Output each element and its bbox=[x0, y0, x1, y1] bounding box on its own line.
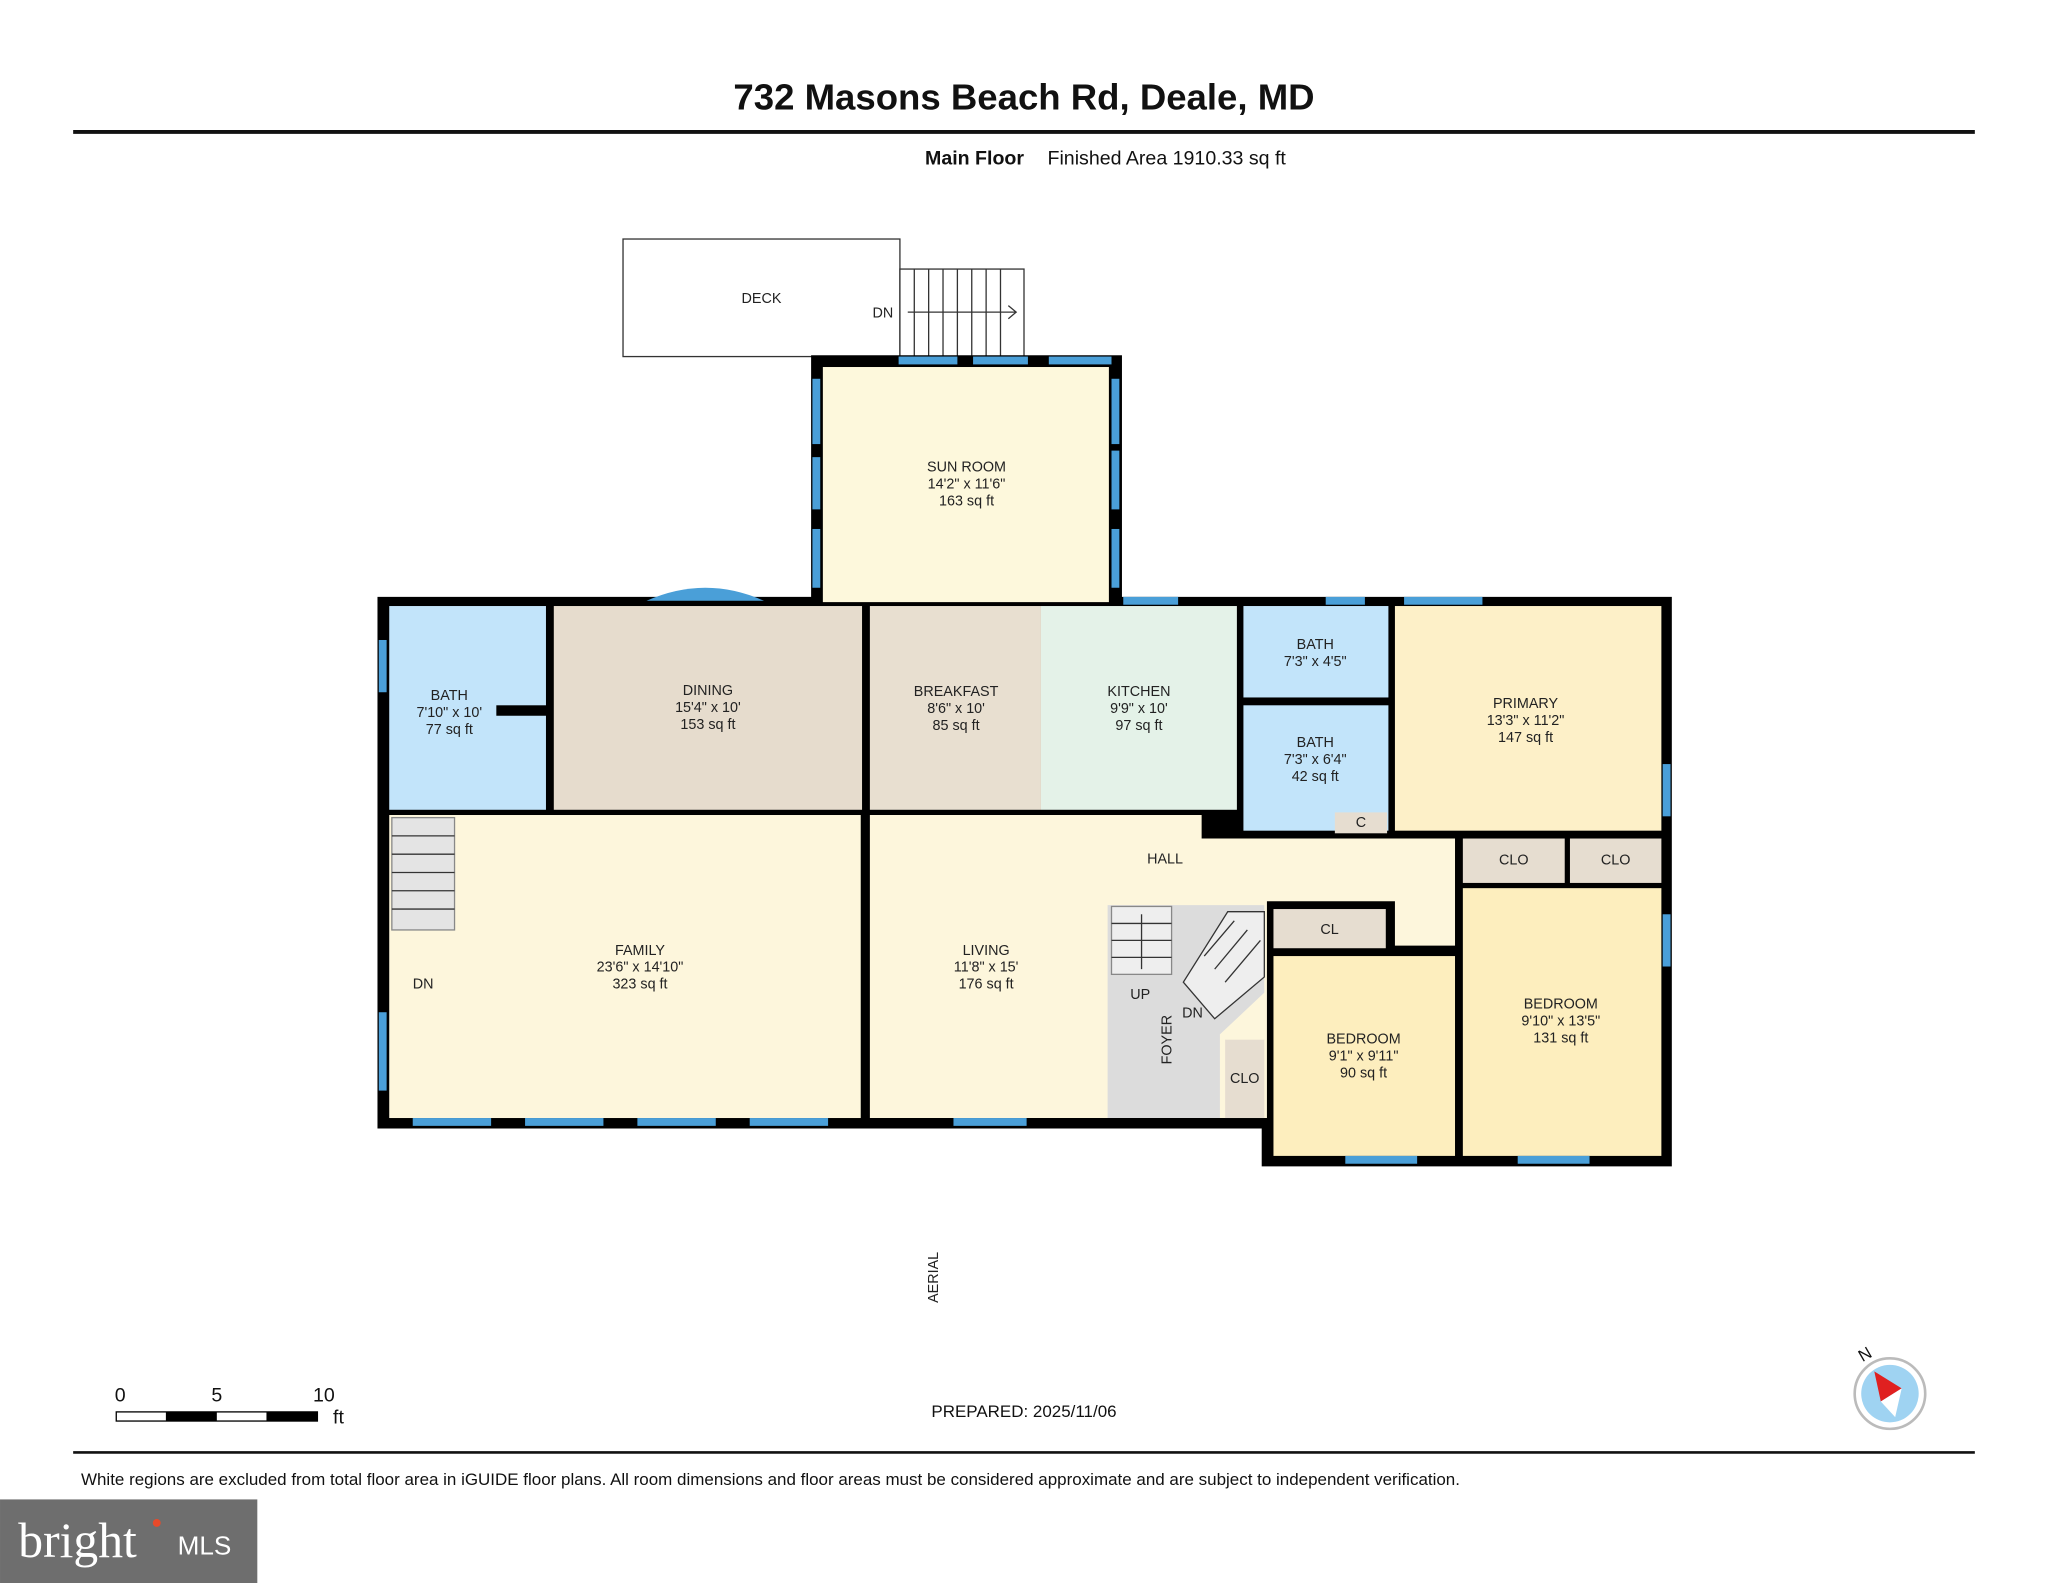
room-labels: SUN ROOM 14'2" x 11'6" 163 sq ft BATH 7'… bbox=[413, 460, 1631, 1087]
dining-area: 153 sq ft bbox=[680, 717, 735, 733]
bath3-dims: 7'3" x 6'4" bbox=[1284, 752, 1347, 768]
bath1-name: BATH bbox=[431, 688, 468, 704]
bath3-area: 42 sq ft bbox=[1292, 769, 1339, 785]
page-title: 732 Masons Beach Rd, Deale, MD bbox=[733, 77, 1314, 118]
scale-unit: ft bbox=[333, 1407, 344, 1429]
closet-1 bbox=[1462, 838, 1565, 883]
dining-name: DINING bbox=[683, 683, 733, 699]
finished-area: Finished Area 1910.33 sq ft bbox=[1048, 148, 1287, 170]
bedroom-1 bbox=[1273, 956, 1456, 1156]
prepared-date: PREPARED: 2025/11/06 bbox=[931, 1402, 1116, 1421]
windows bbox=[378, 356, 1671, 1164]
scale-tick-0: 0 bbox=[115, 1384, 126, 1406]
family bbox=[389, 815, 861, 1119]
living-dims: 11'8" x 15' bbox=[954, 960, 1019, 976]
closet-1-label: CLO bbox=[1499, 853, 1529, 869]
breakfast-area: 85 sq ft bbox=[933, 718, 980, 734]
sunroom-name: SUN ROOM bbox=[927, 460, 1006, 476]
primary-area: 147 sq ft bbox=[1498, 730, 1553, 746]
bedroom2-area: 131 sq ft bbox=[1533, 1030, 1588, 1046]
bedroom2-dims: 9'10" x 13'5" bbox=[1521, 1013, 1600, 1029]
bath-3 bbox=[1243, 705, 1389, 831]
bedroom1-area: 90 sq ft bbox=[1340, 1066, 1387, 1082]
disclaimer: White regions are excluded from total fl… bbox=[81, 1470, 1460, 1489]
closet-foyer bbox=[1225, 1039, 1265, 1119]
kitchen-dims: 9'9" x 10' bbox=[1110, 701, 1168, 717]
bedroom2-name: BEDROOM bbox=[1524, 996, 1598, 1012]
family-stairs bbox=[391, 816, 456, 931]
living-name: LIVING bbox=[963, 943, 1010, 959]
aerial-label: AERIAL bbox=[926, 1252, 942, 1303]
floor-name: Main Floor bbox=[925, 148, 1024, 170]
bath1-area: 77 sq ft bbox=[426, 722, 473, 738]
scale-bar: 0 5 10 ft bbox=[115, 1384, 345, 1428]
closet-cl bbox=[1273, 909, 1386, 949]
closet-foyer-label: CLO bbox=[1230, 1071, 1260, 1087]
closet-c bbox=[1334, 812, 1388, 834]
logo-text: bright bbox=[18, 1513, 137, 1568]
compass-icon: N bbox=[1853, 1343, 1927, 1431]
dining-dims: 15'4" x 10' bbox=[675, 700, 741, 716]
bright-mls-logo: bright MLS bbox=[0, 1499, 258, 1583]
family-dims: 23'6" x 14'10" bbox=[597, 960, 684, 976]
bath2-name: BATH bbox=[1297, 637, 1334, 653]
scale-tick-10: 10 bbox=[313, 1384, 335, 1406]
foyer-stairs-up bbox=[1110, 905, 1173, 976]
foyer-stairs-down bbox=[1182, 911, 1265, 1020]
hall-name: HALL bbox=[1147, 851, 1183, 867]
foyer-dn-label: DN bbox=[1182, 1005, 1203, 1021]
bedroom-2 bbox=[1462, 888, 1662, 1156]
bath2-dims: 7'3" x 4'5" bbox=[1284, 654, 1347, 670]
deck bbox=[622, 238, 901, 358]
bath1-dims: 7'10" x 10' bbox=[416, 705, 482, 721]
closet-2 bbox=[1569, 838, 1662, 883]
bath3-name: BATH bbox=[1297, 735, 1334, 751]
kitchen-area: 97 sq ft bbox=[1115, 718, 1162, 734]
sunroom bbox=[822, 367, 1109, 603]
closet-2-label: CLO bbox=[1601, 853, 1631, 869]
kitchen bbox=[1040, 606, 1237, 810]
primary bbox=[1394, 606, 1662, 831]
family-stair-label: DN bbox=[413, 977, 434, 993]
bedroom1-name: BEDROOM bbox=[1326, 1032, 1400, 1048]
dining bbox=[553, 606, 863, 810]
primary-name: PRIMARY bbox=[1493, 696, 1559, 712]
sunroom-area: 163 sq ft bbox=[939, 493, 994, 509]
deck-label: DECK bbox=[742, 291, 782, 307]
bedroom1-dims: 9'1" x 9'11" bbox=[1329, 1049, 1399, 1065]
family-area: 323 sq ft bbox=[612, 977, 667, 993]
foyer-up-label: UP bbox=[1130, 987, 1150, 1003]
deck-stair-label: DN bbox=[873, 305, 894, 321]
breakfast bbox=[869, 606, 1041, 810]
sunroom-dims: 14'2" x 11'6" bbox=[928, 476, 1006, 492]
closet-c-label: C bbox=[1356, 815, 1366, 831]
kitchen-name: KITCHEN bbox=[1107, 684, 1170, 700]
primary-dims: 13'3" x 11'2" bbox=[1487, 713, 1565, 729]
foyer-name: FOYER bbox=[1160, 1015, 1176, 1064]
logo-suffix: MLS bbox=[178, 1530, 232, 1560]
scale-tick-5: 5 bbox=[211, 1384, 222, 1406]
family-name: FAMILY bbox=[615, 943, 665, 959]
breakfast-name: BREAKFAST bbox=[914, 684, 999, 700]
deck-stairs bbox=[899, 268, 1025, 358]
closet-cl-label: CL bbox=[1320, 922, 1338, 938]
breakfast-dims: 8'6" x 10' bbox=[927, 701, 985, 717]
bath-2 bbox=[1243, 606, 1389, 698]
living-area: 176 sq ft bbox=[959, 977, 1014, 993]
